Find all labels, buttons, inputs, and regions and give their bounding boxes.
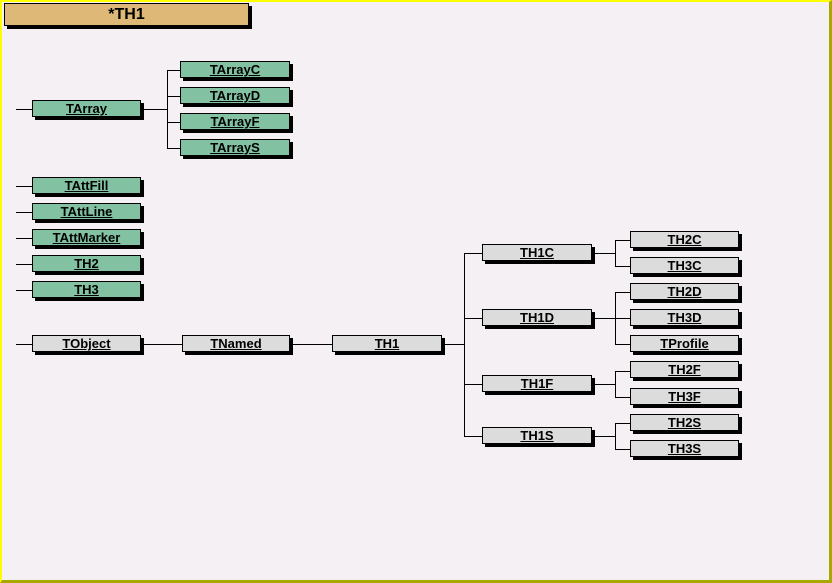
connector-hline [167, 148, 180, 149]
connector-vline [615, 240, 616, 267]
connector-hline [615, 240, 630, 241]
connector-hline [615, 266, 630, 267]
connector-vline [615, 423, 616, 450]
connector-hline [615, 292, 630, 293]
connector-hline [464, 436, 482, 437]
class-node-th2[interactable]: TH2 [32, 255, 141, 272]
connector-hline [16, 238, 32, 239]
class-node-th2d[interactable]: TH2D [630, 283, 739, 300]
connector-hline [592, 318, 615, 319]
class-node-th2f[interactable]: TH2F [630, 361, 739, 378]
class-node-th1f[interactable]: TH1F [482, 375, 592, 392]
class-node-th3[interactable]: TH3 [32, 281, 141, 298]
connector-hline [592, 384, 615, 385]
connector-vline [464, 253, 465, 437]
connector-hline [592, 436, 615, 437]
connector-hline [615, 423, 630, 424]
connector-hline [16, 290, 32, 291]
connector-hline [290, 344, 332, 345]
connector-hline [442, 344, 464, 345]
class-node-tarrays[interactable]: TArrayS [180, 139, 290, 156]
connector-hline [16, 344, 32, 345]
class-node-th2c[interactable]: TH2C [630, 231, 739, 248]
connector-hline [615, 397, 630, 398]
class-node-tnamed[interactable]: TNamed [182, 335, 290, 352]
class-node-tarrayd[interactable]: TArrayD [180, 87, 290, 104]
class-node-tprofile[interactable]: TProfile [630, 335, 739, 352]
class-node-th1s[interactable]: TH1S [482, 427, 592, 444]
connector-vline [167, 70, 168, 149]
class-node-tarrayf[interactable]: TArrayF [180, 113, 290, 130]
connector-hline [141, 344, 182, 345]
connector-hline [167, 96, 180, 97]
diagram-title-badge: *TH1 [4, 3, 249, 26]
class-node-tattfill[interactable]: TAttFill [32, 177, 141, 194]
class-node-tattline[interactable]: TAttLine [32, 203, 141, 220]
connector-hline [615, 371, 630, 372]
connector-hline [16, 186, 32, 187]
class-node-th3s[interactable]: TH3S [630, 440, 739, 457]
class-node-tarray[interactable]: TArray [32, 100, 141, 117]
class-node-th1d[interactable]: TH1D [482, 309, 592, 326]
class-node-tobject[interactable]: TObject [32, 335, 141, 352]
connector-hline [464, 318, 482, 319]
connector-hline [592, 253, 615, 254]
class-node-th3d[interactable]: TH3D [630, 309, 739, 326]
class-node-th3c[interactable]: TH3C [630, 257, 739, 274]
connector-hline [464, 253, 482, 254]
class-node-tarrayc[interactable]: TArrayC [180, 61, 290, 78]
class-node-tattmarker[interactable]: TAttMarker [32, 229, 141, 246]
connector-vline [615, 371, 616, 398]
connector-hline [167, 122, 180, 123]
connector-hline [167, 70, 180, 71]
class-node-th3f[interactable]: TH3F [630, 388, 739, 405]
connector-hline [615, 344, 630, 345]
connector-hline [16, 264, 32, 265]
connector-hline [16, 212, 32, 213]
connector-hline [615, 318, 630, 319]
connector-hline [141, 109, 167, 110]
connector-hline [16, 109, 32, 110]
class-node-th1c[interactable]: TH1C [482, 244, 592, 261]
connector-hline [615, 449, 630, 450]
class-node-th1[interactable]: TH1 [332, 335, 442, 352]
class-node-th2s[interactable]: TH2S [630, 414, 739, 431]
connector-hline [464, 384, 482, 385]
